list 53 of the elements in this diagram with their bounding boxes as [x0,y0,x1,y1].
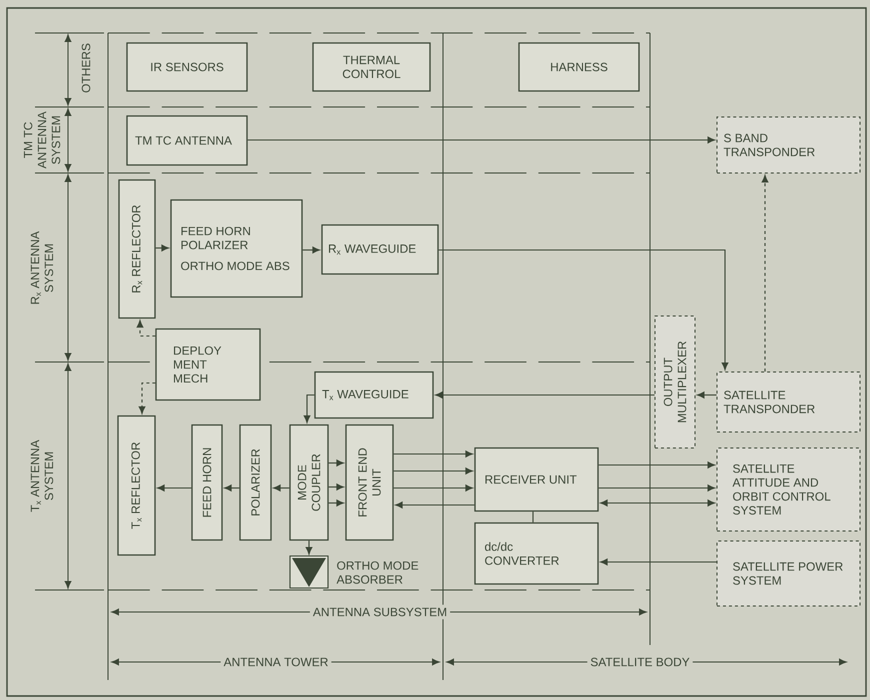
process-box: T$_{x}$ REFLECTOR [117,415,156,556]
process-box: FRONT END UNIT [345,424,394,541]
external-box: SATELLITE ATTITUDE AND ORBIT CONTROL SYSTEM [716,448,860,532]
arrow [762,175,768,372]
process-box: TM TC ANTENNA [126,115,248,166]
dimension-label: T$_{x}$ ANTENNA SYSTEM [30,440,54,512]
arrow [156,244,169,252]
arrow [224,484,240,492]
external-box: S BAND TRANSPONDER [716,116,860,174]
arrow [438,249,728,370]
external-box: OUTPUT MULTIPLEXER [654,316,696,448]
arrow [394,468,473,474]
arrow [394,450,473,458]
external-box: SATELLITE TRANSPONDER [716,372,860,432]
arrow [697,392,716,398]
arrow [328,500,344,506]
arrow [302,246,320,254]
arrow [304,394,314,423]
process-box: POLARIZER [239,424,272,541]
process-box: RECEIVER UNIT [474,447,599,512]
process-box: THERMAL CONTROL [312,42,431,92]
arrow [598,462,715,468]
dimension-label: SATELLITE BODY [587,654,693,670]
arrow [306,540,312,554]
process-box: FEED HORN [191,424,223,541]
dimension-label: ANTENNA SUBSYSTEM [310,604,450,620]
arrow [600,558,716,566]
process-box: DEPLOY MENT MECH [155,328,261,401]
arrow [395,502,474,508]
dimension-label: OTHERS [82,44,90,92]
dimension-label: TM TC ANTENNA SYSTEM [24,111,60,169]
arrow [435,392,654,398]
arrow [394,484,473,492]
arrow [157,484,192,492]
process-box: dc/dc CONVERTER [474,522,599,585]
process-box: IR SENSORS [126,42,248,92]
arrow [598,484,715,492]
process-box: FEED HORN POLARIZER ORTHO MODE ABS [170,199,303,298]
process-box: R$_{x}$ WAVEGUIDE [321,224,439,275]
arrow [138,382,156,414]
arrow [328,460,344,466]
arrow [136,320,156,337]
dimension-label: ANTENNA TOWER [220,654,332,670]
arrow [328,484,344,490]
process-box: R$_{x}$ REFLECTOR [118,179,156,319]
process-box: T$_{x}$ WAVEGUIDE [314,371,434,419]
external-box: SATELLITE POWER SYSTEM [716,540,860,606]
arrow [248,136,715,144]
process-box: HARNESS [518,42,640,92]
process-box: MODE COUPLER [289,424,329,541]
dimension-label: R$_{x}$ ANTENNA SYSTEM [30,231,54,304]
arrow [273,484,290,492]
arrow [600,500,715,506]
